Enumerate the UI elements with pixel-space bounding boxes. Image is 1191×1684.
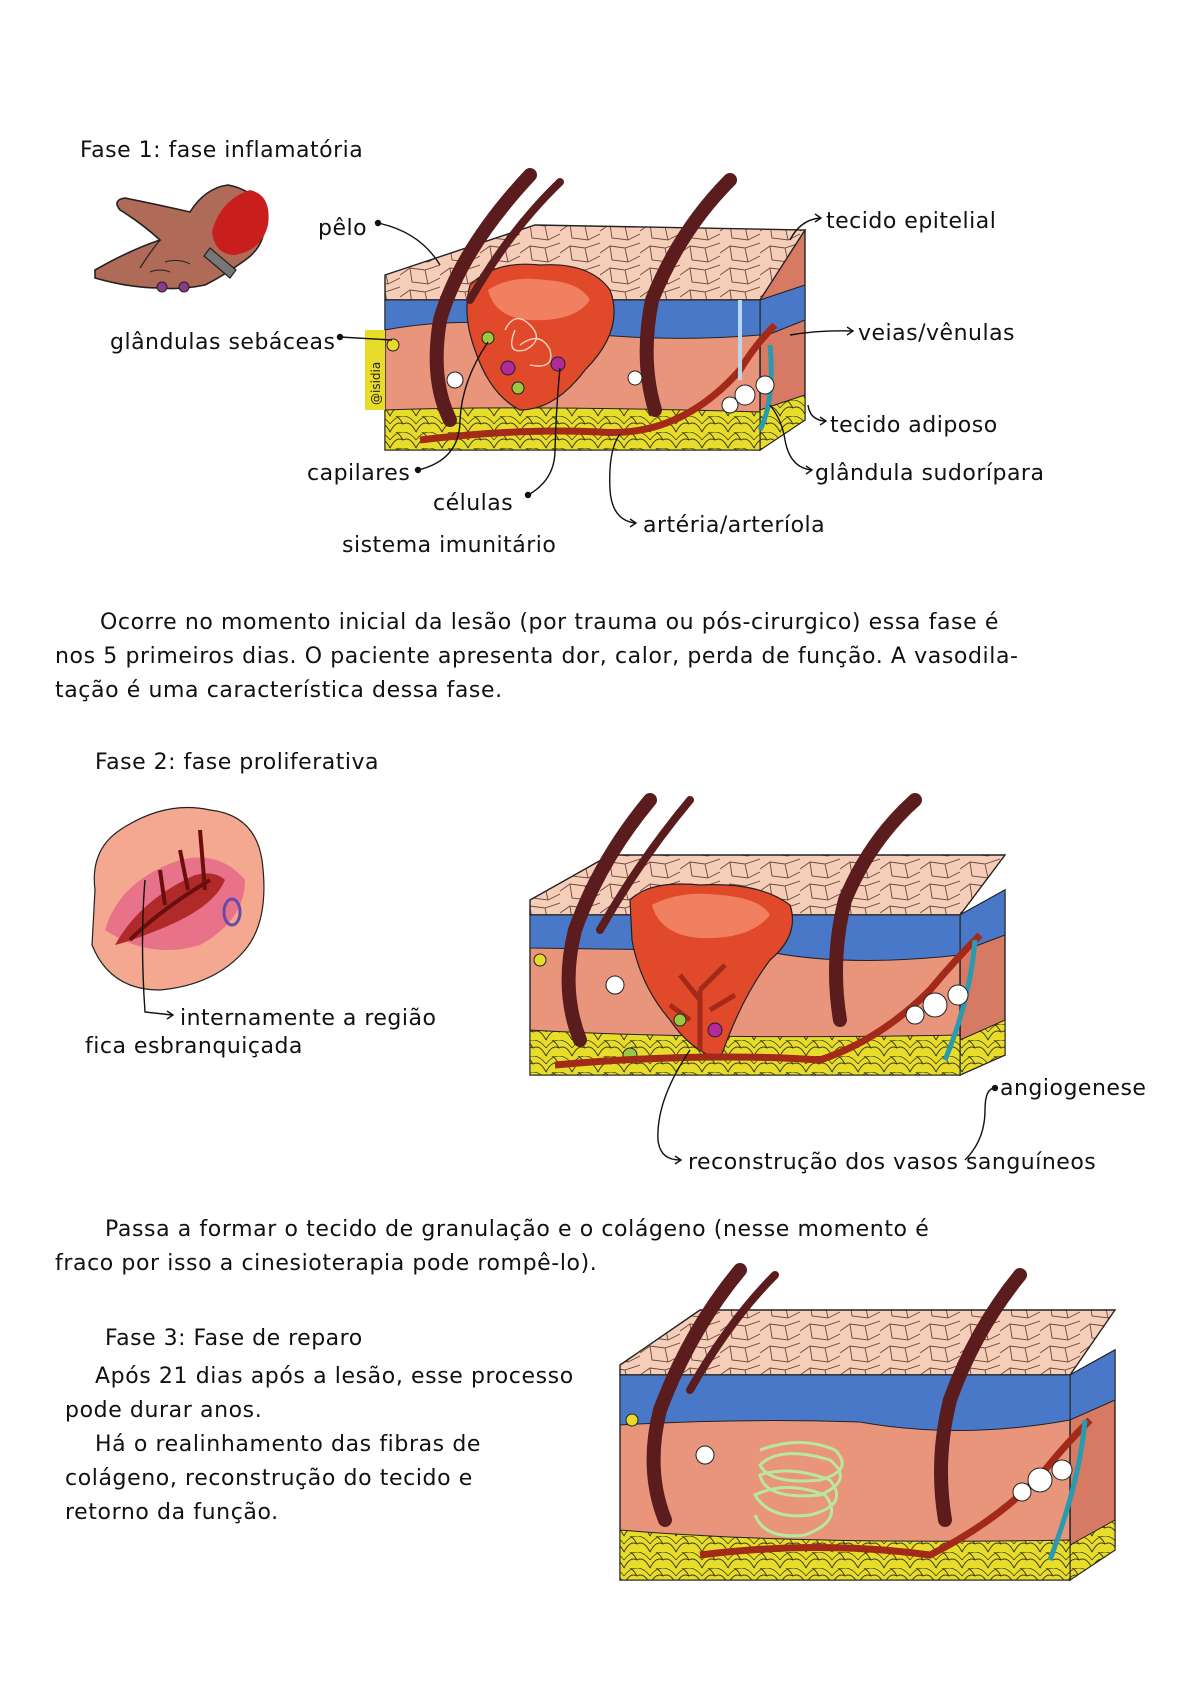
paragraph-line: Após 21 dias após a lesão, esse processo [95,1364,574,1389]
signature-text: @isidia [369,362,383,405]
phase2-paragraph: Passa a formar o tecido de granulação e … [55,1213,1155,1281]
label-glandula-sudoripara: glândula sudorípara [815,461,1045,486]
paragraph-line: Ocorre no momento inicial da lesão (por … [100,610,999,635]
paragraph-line: pode durar anos. [65,1398,263,1423]
label-veias: veias/vênulas [858,321,1016,346]
phase1-title: Fase 1: fase inflamatória [80,138,364,163]
paragraph-line: nos 5 primeiros dias. O paciente apresen… [55,644,1019,669]
label-sistema-imunitario: sistema imunitário [342,533,557,558]
phase1-paragraph: Ocorre no momento inicial da lesão (por … [55,606,1155,708]
injured-hand-illustration [94,184,269,293]
phase3-paragraph: Após 21 dias após a lesão, esse processo… [65,1360,635,1530]
skin-block-phase2 [529,793,1007,1077]
label-arteria: artéria/arteríola [643,513,826,538]
label-tecido-adiposo: tecido adiposo [830,413,998,438]
skin-block-phase1 [365,168,807,452]
label-reconstrucao-vasos: reconstrução dos vasos sanguíneos [688,1150,1097,1175]
paragraph-line: Passa a formar o tecido de granulação e … [105,1217,930,1242]
label-angiogenese: angiogenese [1000,1076,1147,1101]
phase1-leader-lines [336,213,855,528]
label-tecido-epitelial: tecido epitelial [826,209,997,234]
phase2-leader-lines [141,879,999,1165]
label-glandulas-sebaceas: glândulas sebáceas [110,330,336,355]
label-pelo: pêlo [318,216,368,241]
label-capilares: capilares [307,461,411,486]
skin-block-phase3 [619,1263,1117,1582]
phase2-title: Fase 2: fase proliferativa [95,750,379,775]
label-celulas: células [433,491,514,516]
label-internamente: internamente a região [180,1006,437,1031]
wound-illustration [91,806,265,991]
paragraph-line: retorno da função. [65,1500,279,1525]
paragraph-line: tação é uma característica dessa fase. [55,678,503,703]
label-fica-esbranquicada: fica esbranquiçada [85,1034,303,1059]
paragraph-line: fraco por isso a cinesioterapia pode rom… [55,1251,598,1276]
phase3-title: Fase 3: Fase de reparo [105,1326,363,1351]
paragraph-line: colágeno, reconstrução do tecido e [65,1466,473,1491]
paragraph-line: Há o realinhamento das fibras de [95,1432,482,1457]
